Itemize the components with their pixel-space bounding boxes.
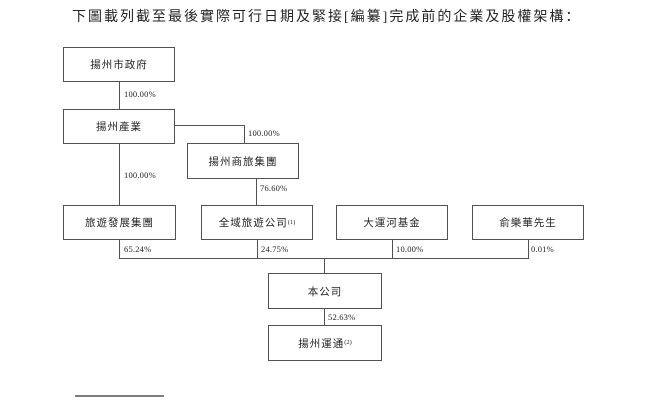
connector-industry-tourismdev bbox=[119, 144, 120, 205]
connector-gov-industry bbox=[119, 82, 120, 109]
ownership-label-gov-industry: 100.00% bbox=[124, 89, 156, 99]
node-label: 本公司 bbox=[307, 286, 343, 298]
connector-canalfund-bus bbox=[392, 240, 393, 258]
node-label: 揚州商旅集團 bbox=[208, 156, 278, 168]
node-label: 揚州產業 bbox=[96, 122, 142, 133]
ownership-label-mryu-company: 0.01% bbox=[531, 244, 554, 254]
connector-bus-company bbox=[324, 258, 325, 273]
connector-shanglv-quanyu bbox=[256, 179, 257, 205]
ownership-label-quanyu-company: 24.75% bbox=[261, 244, 289, 254]
connector-mryu-bus bbox=[528, 240, 529, 258]
ownership-label-tourismdev-company: 65.24% bbox=[124, 244, 152, 254]
node-quanyu-tourism-company: 全域旅遊公司(1) bbox=[201, 205, 313, 240]
node-label: 俞樂華先生 bbox=[499, 218, 557, 229]
connector-tourismdev-bus bbox=[119, 240, 120, 258]
node-grand-canal-fund: 大運河基金 bbox=[336, 205, 448, 240]
node-label: 揚州運通 bbox=[298, 338, 345, 350]
connector-company-yuntong bbox=[324, 309, 325, 325]
connector-quanyu-bus bbox=[257, 240, 258, 258]
ownership-label-canalfund-company: 10.00% bbox=[396, 244, 424, 254]
node-label: 揚州市政府 bbox=[90, 60, 148, 71]
node-label: 全域旅遊公司 bbox=[218, 218, 288, 229]
footnote-separator-rule bbox=[75, 395, 164, 397]
page-title: 下圖載列截至最後實際可行日期及緊接[編纂]完成前的企業及股權架構： bbox=[72, 10, 582, 25]
node-label: 大運河基金 bbox=[363, 218, 421, 229]
connector-industry-shanglv-horizontal bbox=[175, 125, 245, 126]
ownership-label-shanglv-quanyu: 76.60% bbox=[260, 183, 288, 193]
node-tourism-development-group: 旅遊發展集團 bbox=[63, 205, 176, 240]
node-yangzhou-government: 揚州市政府 bbox=[63, 47, 175, 82]
ownership-label-company-yuntong: 52.63% bbox=[328, 312, 356, 322]
node-yangzhou-business-travel-group: 揚州商旅集團 bbox=[187, 143, 299, 179]
node-label: 旅遊發展集團 bbox=[85, 218, 154, 229]
node-mr-yu-lehua: 俞樂華先生 bbox=[472, 205, 584, 240]
connector-industry-shanglv-vertical bbox=[244, 125, 245, 143]
node-yangzhou-yuntong: 揚州運通(2) bbox=[268, 325, 382, 361]
ownership-label-industry-shanglv: 100.00% bbox=[248, 128, 280, 138]
node-the-company: 本公司 bbox=[268, 273, 382, 309]
ownership-label-industry-tourismdev: 100.00% bbox=[124, 170, 156, 180]
node-yangzhou-industry: 揚州產業 bbox=[63, 109, 175, 144]
